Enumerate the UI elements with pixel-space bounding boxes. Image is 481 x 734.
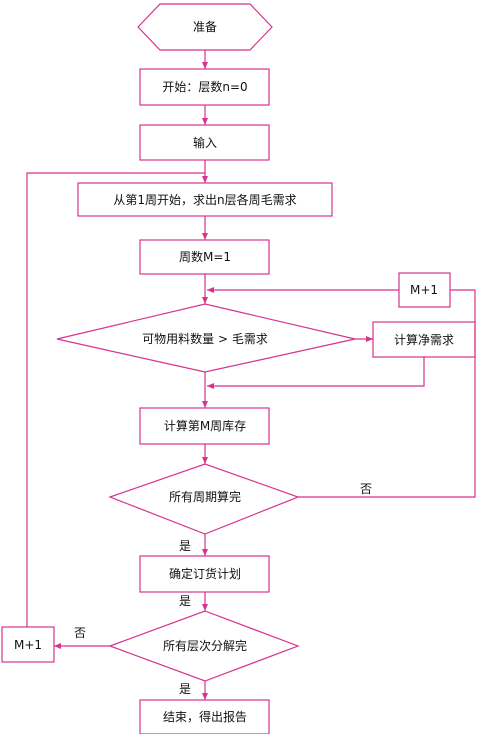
plan-node (139, 555, 270, 593)
all-weeks-node (108, 463, 300, 535)
compare-label: 可物用料数量 > 毛需求 (142, 331, 268, 346)
all-weeks-label: 所有周期算完 (169, 489, 241, 504)
inc-m-left-node (1, 626, 55, 663)
plan-label: 确定订货计划 (169, 566, 241, 581)
compare-node (56, 303, 356, 373)
weeks-no-label: 否 (360, 482, 372, 496)
input-node (139, 124, 270, 161)
inventory-label: 计算第M周库存 (164, 418, 246, 433)
end-node (139, 699, 270, 734)
gross-node (77, 182, 333, 217)
levels-yes-label: 是 (179, 682, 191, 696)
week-init-node (139, 239, 270, 275)
gross-label: 从第1周开始，求出n层各周毛需求 (113, 192, 296, 207)
inventory-node (139, 407, 270, 445)
all-levels-label: 所有层次分解完 (163, 638, 247, 653)
week-init-label: 周数M=1 (179, 249, 231, 264)
inc-m-top-label: M+1 (410, 283, 438, 297)
end-label: 结束，得出报告 (163, 709, 247, 724)
prepare-label: 准备 (193, 20, 217, 34)
net-label: 计算净需求 (394, 332, 454, 347)
weeks-yes-label: 是 (179, 539, 191, 553)
net-node (372, 321, 476, 358)
prepare-node (137, 3, 273, 51)
inc-m-left-label: M+1 (14, 638, 42, 652)
input-label: 输入 (193, 135, 217, 150)
start-node (139, 68, 270, 106)
start-label: 开始：层数n=0 (162, 79, 247, 94)
levels-no-label: 否 (74, 626, 86, 640)
edge-net-return (207, 357, 425, 389)
inc-m-top-node (398, 272, 451, 308)
edge-allweeks-no (298, 289, 476, 498)
all-levels-node (108, 610, 300, 682)
plan-yes-label: 是 (179, 594, 191, 608)
edge-inc-left-return (26, 172, 205, 627)
